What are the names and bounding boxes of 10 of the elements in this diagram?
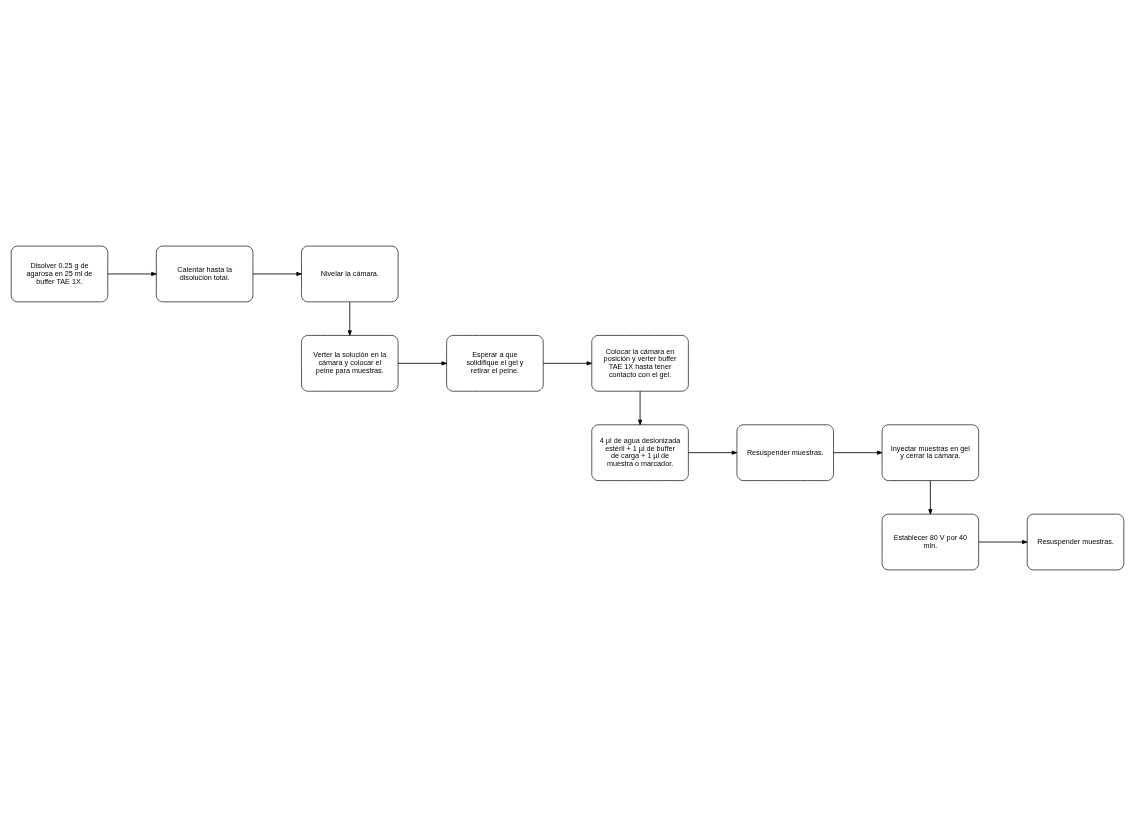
arrow xyxy=(833,450,883,455)
arrow xyxy=(688,450,738,455)
arrow xyxy=(542,360,593,365)
arrow xyxy=(978,539,1028,544)
arrow xyxy=(928,479,933,514)
arrow xyxy=(638,390,643,425)
arrow xyxy=(252,271,302,276)
arrow xyxy=(397,360,447,365)
arrow xyxy=(107,271,157,276)
arrow xyxy=(347,301,352,336)
